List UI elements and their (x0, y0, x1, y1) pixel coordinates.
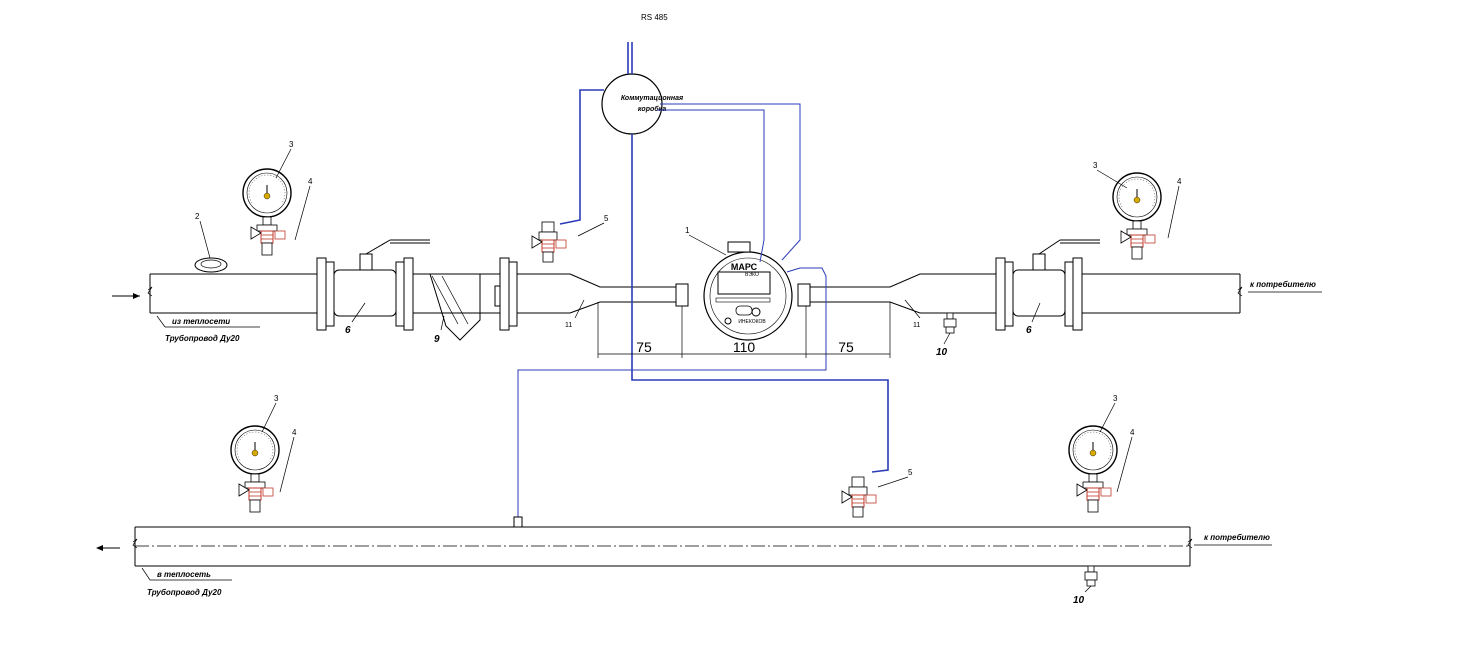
callout-5: 5 (908, 468, 913, 477)
return-pipeline (96, 526, 1193, 567)
callout-10: 10 (1073, 595, 1085, 606)
callout-3: 3 (274, 394, 279, 403)
pressure-gauge-3-bottom-right (1068, 425, 1118, 513)
pressure-gauge-3-right (1112, 172, 1162, 260)
dimension-line: 75 110 75 (597, 302, 891, 358)
label-from-network: из теплосети (172, 317, 230, 326)
callout-3: 3 (1113, 394, 1118, 403)
pressure-gauge-3-left (242, 168, 292, 256)
callout-4: 4 (1177, 177, 1182, 186)
junction-box-label-2: коробка (638, 105, 666, 113)
dimension-75-right: 75 (838, 339, 854, 355)
thermowell-10-top (943, 312, 957, 334)
pressure-gauge-3-bottom-left (230, 425, 280, 513)
meter-brand: МАРС (731, 262, 758, 272)
callout-1: 1 (685, 226, 690, 235)
dimension-75-left: 75 (636, 339, 652, 355)
callout-11: 11 (913, 322, 920, 329)
callout-3: 3 (1093, 161, 1098, 170)
callout-5: 5 (604, 214, 609, 223)
callout-10: 10 (936, 347, 948, 358)
thermowell-10-bottom (1084, 565, 1098, 587)
label-to-network: в теплосеть (157, 570, 211, 579)
dimension-110: 110 (733, 339, 756, 355)
leader-lines (141, 148, 1322, 593)
callout-6: 6 (345, 325, 351, 336)
callout-4: 4 (292, 428, 297, 437)
flow-meter: МАРС ВЭКО ИНЕКОКОВ (703, 241, 793, 341)
callout-9: 9 (434, 334, 440, 345)
pressure-tap-2 (194, 257, 228, 273)
callout-6: 6 (1026, 325, 1032, 336)
temperature-sensor-5-top (531, 221, 567, 263)
supply-pipeline (112, 239, 1243, 341)
callout-4: 4 (1130, 428, 1135, 437)
label-to-consumer-bottom: к потребителю (1204, 533, 1270, 542)
callout-11: 11 (565, 322, 572, 329)
callout-4: 4 (308, 177, 313, 186)
temperature-sensor-5-bottom (841, 476, 877, 518)
label-pipe-top: Трубопровод Ду20 (165, 334, 240, 343)
junction-box-label-1: Коммутационная (621, 95, 683, 102)
rs485-label: RS 485 (641, 13, 668, 22)
callout-2: 2 (195, 212, 200, 221)
label-to-consumer-top: к потребителю (1250, 280, 1316, 289)
signal-cables (513, 42, 889, 528)
meter-subtitle: ВЭКО (745, 272, 759, 278)
label-pipe-bottom: Трубопровод Ду20 (147, 588, 222, 597)
meter-maker-logo: ИНЕКОКОВ (738, 319, 766, 325)
callout-3: 3 (289, 140, 294, 149)
